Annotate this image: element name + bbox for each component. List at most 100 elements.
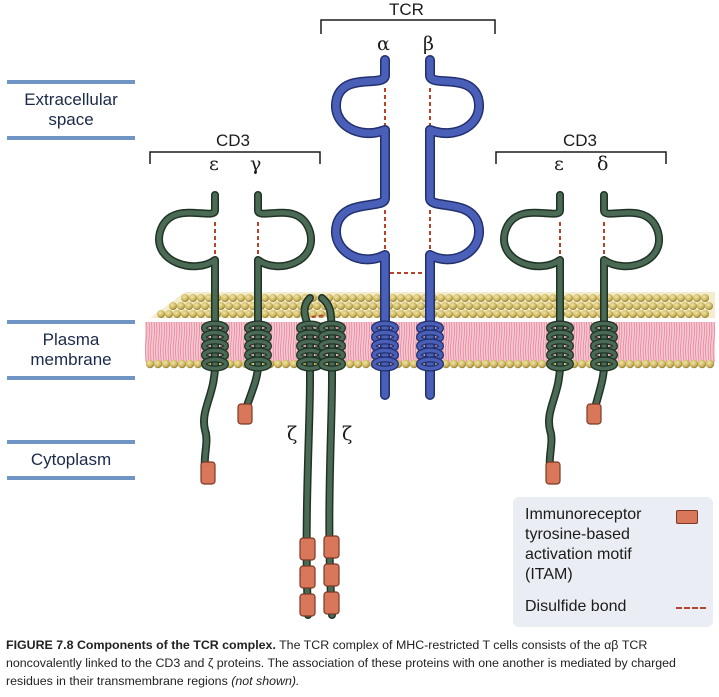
lipid-head [477, 294, 485, 302]
lipid-head [581, 294, 589, 302]
lipid-head [281, 302, 289, 310]
lipid-head [369, 302, 377, 310]
lipid-head [693, 294, 701, 302]
lipid-head [521, 359, 531, 369]
lipid-head [485, 294, 493, 302]
lipid-head [641, 302, 649, 310]
lipid-head [625, 302, 633, 310]
lipid-head [637, 294, 645, 302]
lipid-head [337, 302, 345, 310]
lipid-head [517, 294, 525, 302]
lipid-head [445, 310, 453, 318]
tcr-alpha-coil [372, 357, 398, 371]
lipid-head [581, 310, 589, 318]
legend-itam-swatch [676, 510, 698, 524]
cd3-right-bracket [495, 151, 667, 164]
lipid-head [181, 294, 189, 302]
lipid-head [193, 302, 201, 310]
tcr-beta-chain [426, 56, 483, 399]
lipid-head [265, 302, 273, 310]
lipid-head [589, 310, 597, 318]
lipid-head [273, 359, 283, 369]
lipid-head [333, 310, 341, 318]
disulfide-zeta [311, 314, 327, 318]
lipid-head [573, 310, 581, 318]
lipid-head [629, 294, 637, 302]
lipid-head [541, 310, 549, 318]
legend: Immunoreceptor tyrosine-based activation… [513, 497, 713, 627]
itam-cd3-left-gamma [237, 403, 253, 425]
lipid-head [145, 359, 155, 369]
lipid-head [645, 310, 653, 318]
lipid-head [481, 302, 489, 310]
lipid-head [349, 294, 357, 302]
lipid-head [489, 359, 499, 369]
lipid-head [701, 294, 709, 302]
lipid-head [365, 310, 373, 318]
itam-zeta-2-a [323, 535, 340, 559]
lipid-head [313, 302, 321, 310]
zeta-2-label: ζ [342, 423, 353, 445]
lipid-head [657, 302, 665, 310]
cd3-left-gamma-label: γ [250, 153, 262, 175]
lipid-head [697, 359, 707, 369]
legend-disulfide-swatch [676, 607, 706, 609]
lipid-head [665, 359, 675, 369]
caption-text: The TCR complex of MHC-restricted T cell… [6, 638, 676, 688]
lipid-head [441, 359, 451, 369]
lipid-head [637, 310, 645, 318]
lipid-head [549, 294, 557, 302]
lipid-head [641, 359, 651, 369]
lipid-head [701, 310, 709, 318]
lipid-head [469, 294, 477, 302]
lipid-head [345, 359, 355, 369]
lipid-head [181, 310, 189, 318]
lipid-head [577, 359, 587, 369]
lipid-head [401, 302, 409, 310]
lipid-head [473, 302, 481, 310]
lipid-head [621, 310, 629, 318]
lipid-head [505, 359, 515, 369]
lipid-head [229, 310, 237, 318]
region-extracellular-label: Extracellular space [24, 90, 118, 129]
lipid-head [685, 310, 693, 318]
lipid-head [585, 302, 593, 310]
lipid-head [445, 294, 453, 302]
lipid-head [673, 359, 683, 369]
region-plasma-membrane: Plasma membrane [7, 320, 135, 380]
disulfide-bonds [214, 88, 605, 318]
lipid-head [661, 310, 669, 318]
cd3-right-delta-coil [591, 357, 617, 371]
lipid-head [189, 294, 197, 302]
lipid-head [509, 310, 517, 318]
lipid-head [189, 310, 197, 318]
lipid-head [537, 359, 547, 369]
tcr-chains [331, 55, 484, 400]
lipid-head [405, 310, 413, 318]
lipid-head [345, 302, 353, 310]
lipid-head [625, 359, 635, 369]
lipid-head [373, 310, 381, 318]
lipid-head [413, 310, 421, 318]
lipid-head [609, 302, 617, 310]
lipid-head [501, 294, 509, 302]
region-plasma-membrane-label: Plasma membrane [30, 330, 112, 369]
lipid-head [185, 359, 195, 369]
lipid-head [677, 294, 685, 302]
lipid-head [233, 302, 241, 310]
tcr-label: TCR [389, 0, 424, 19]
lipid-head [389, 310, 397, 318]
cd3-left-gamma-coil [245, 357, 271, 371]
cd3-left-epsilon-label: ε [209, 153, 219, 175]
lipid-head [361, 359, 371, 369]
lipid-head [577, 302, 585, 310]
lipid-head [409, 302, 417, 310]
lipid-head [629, 310, 637, 318]
zeta-2-coil [319, 357, 345, 371]
lipid-head [633, 302, 641, 310]
lipid-head [417, 302, 425, 310]
lipid-head [293, 294, 301, 302]
lipid-head [201, 302, 209, 310]
lipid-head [285, 294, 293, 302]
lipid-head [541, 294, 549, 302]
